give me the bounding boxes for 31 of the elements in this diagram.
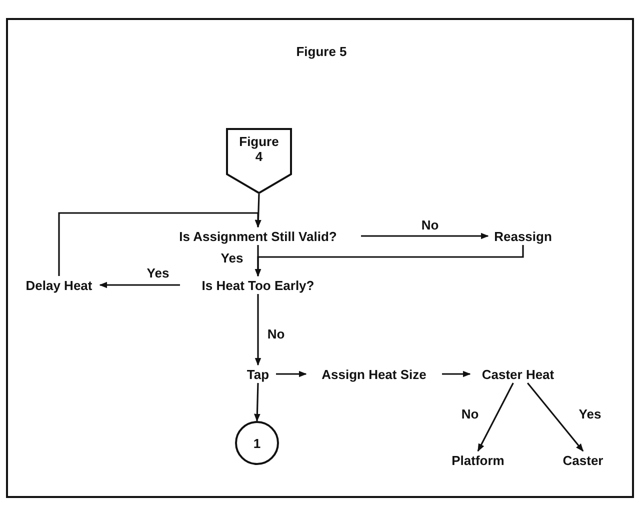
node-text: Caster bbox=[562, 452, 604, 468]
node-text: Platform bbox=[452, 452, 504, 468]
node-text: Assign Heat Size bbox=[322, 366, 426, 382]
arrow bbox=[254, 245, 524, 277]
edge-label: No bbox=[265, 326, 287, 342]
node-text: Tap bbox=[246, 366, 270, 382]
node-text: Is Heat Too Early? bbox=[202, 278, 314, 292]
arrow bbox=[477, 382, 514, 452]
figure-title: Figure 5 bbox=[295, 44, 348, 59]
node-text: Figure 4 bbox=[238, 134, 280, 164]
node-text: Delay Heat bbox=[26, 278, 92, 292]
node-text: Caster Heat bbox=[482, 366, 554, 382]
edge-label: Yes bbox=[218, 250, 246, 266]
node-text: Reassign bbox=[494, 228, 552, 244]
arrow bbox=[58, 212, 262, 276]
arrow bbox=[255, 194, 262, 228]
edge-label: Yes bbox=[144, 266, 172, 280]
arrow bbox=[276, 370, 307, 378]
arrow bbox=[254, 294, 262, 366]
node-text: Is Assignment Still Valid? bbox=[179, 228, 337, 244]
edge-label: No bbox=[419, 218, 441, 232]
connector-circle bbox=[235, 421, 279, 465]
arrow bbox=[442, 370, 471, 378]
arrow bbox=[361, 232, 489, 240]
off-page-connector bbox=[226, 128, 292, 194]
arrow bbox=[254, 382, 260, 422]
arrow bbox=[99, 282, 180, 288]
edge-label: Yes bbox=[576, 406, 604, 422]
arrow bbox=[526, 382, 584, 452]
edge-label: No bbox=[459, 406, 481, 422]
node-text: 1 bbox=[253, 436, 261, 450]
